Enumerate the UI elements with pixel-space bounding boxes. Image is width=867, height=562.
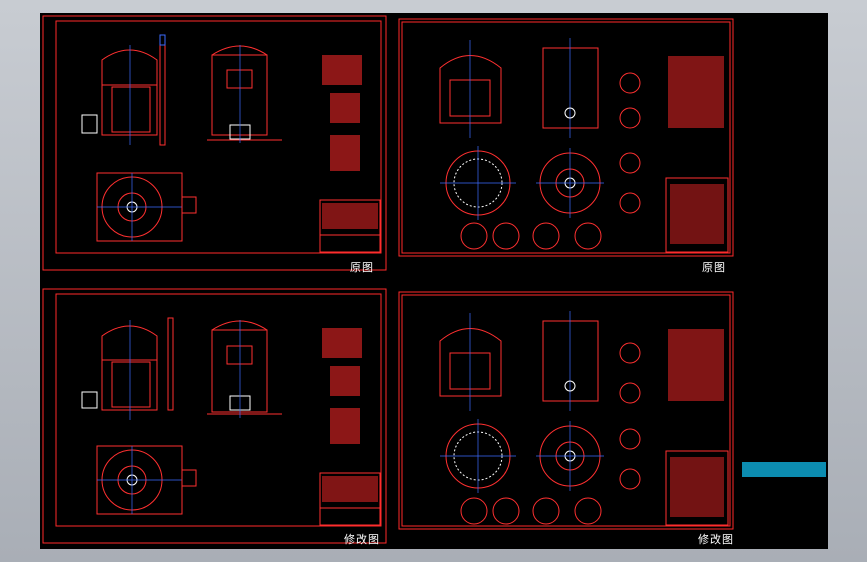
- drawing-canvas[interactable]: 原图: [40, 13, 828, 549]
- sheet-original-right-drawing: [398, 18, 734, 257]
- blue-annotation-note[interactable]: [742, 462, 826, 477]
- sheet-modified-left[interactable]: 修改图: [42, 288, 387, 548]
- sheet-original-left-drawing: [42, 15, 387, 271]
- sheet-caption: 修改图: [344, 533, 380, 546]
- sheet-caption: 原图: [350, 261, 374, 274]
- sheet-caption: 修改图: [698, 533, 734, 546]
- sheet-modified-left-drawing: [42, 288, 387, 544]
- sheet-original-left[interactable]: 原图: [42, 15, 387, 274]
- sheet-caption: 原图: [702, 261, 726, 274]
- sheet-original-right[interactable]: 原图: [398, 18, 734, 274]
- sheet-modified-right-drawing: [398, 291, 734, 530]
- sheet-modified-right[interactable]: 修改图: [398, 291, 734, 548]
